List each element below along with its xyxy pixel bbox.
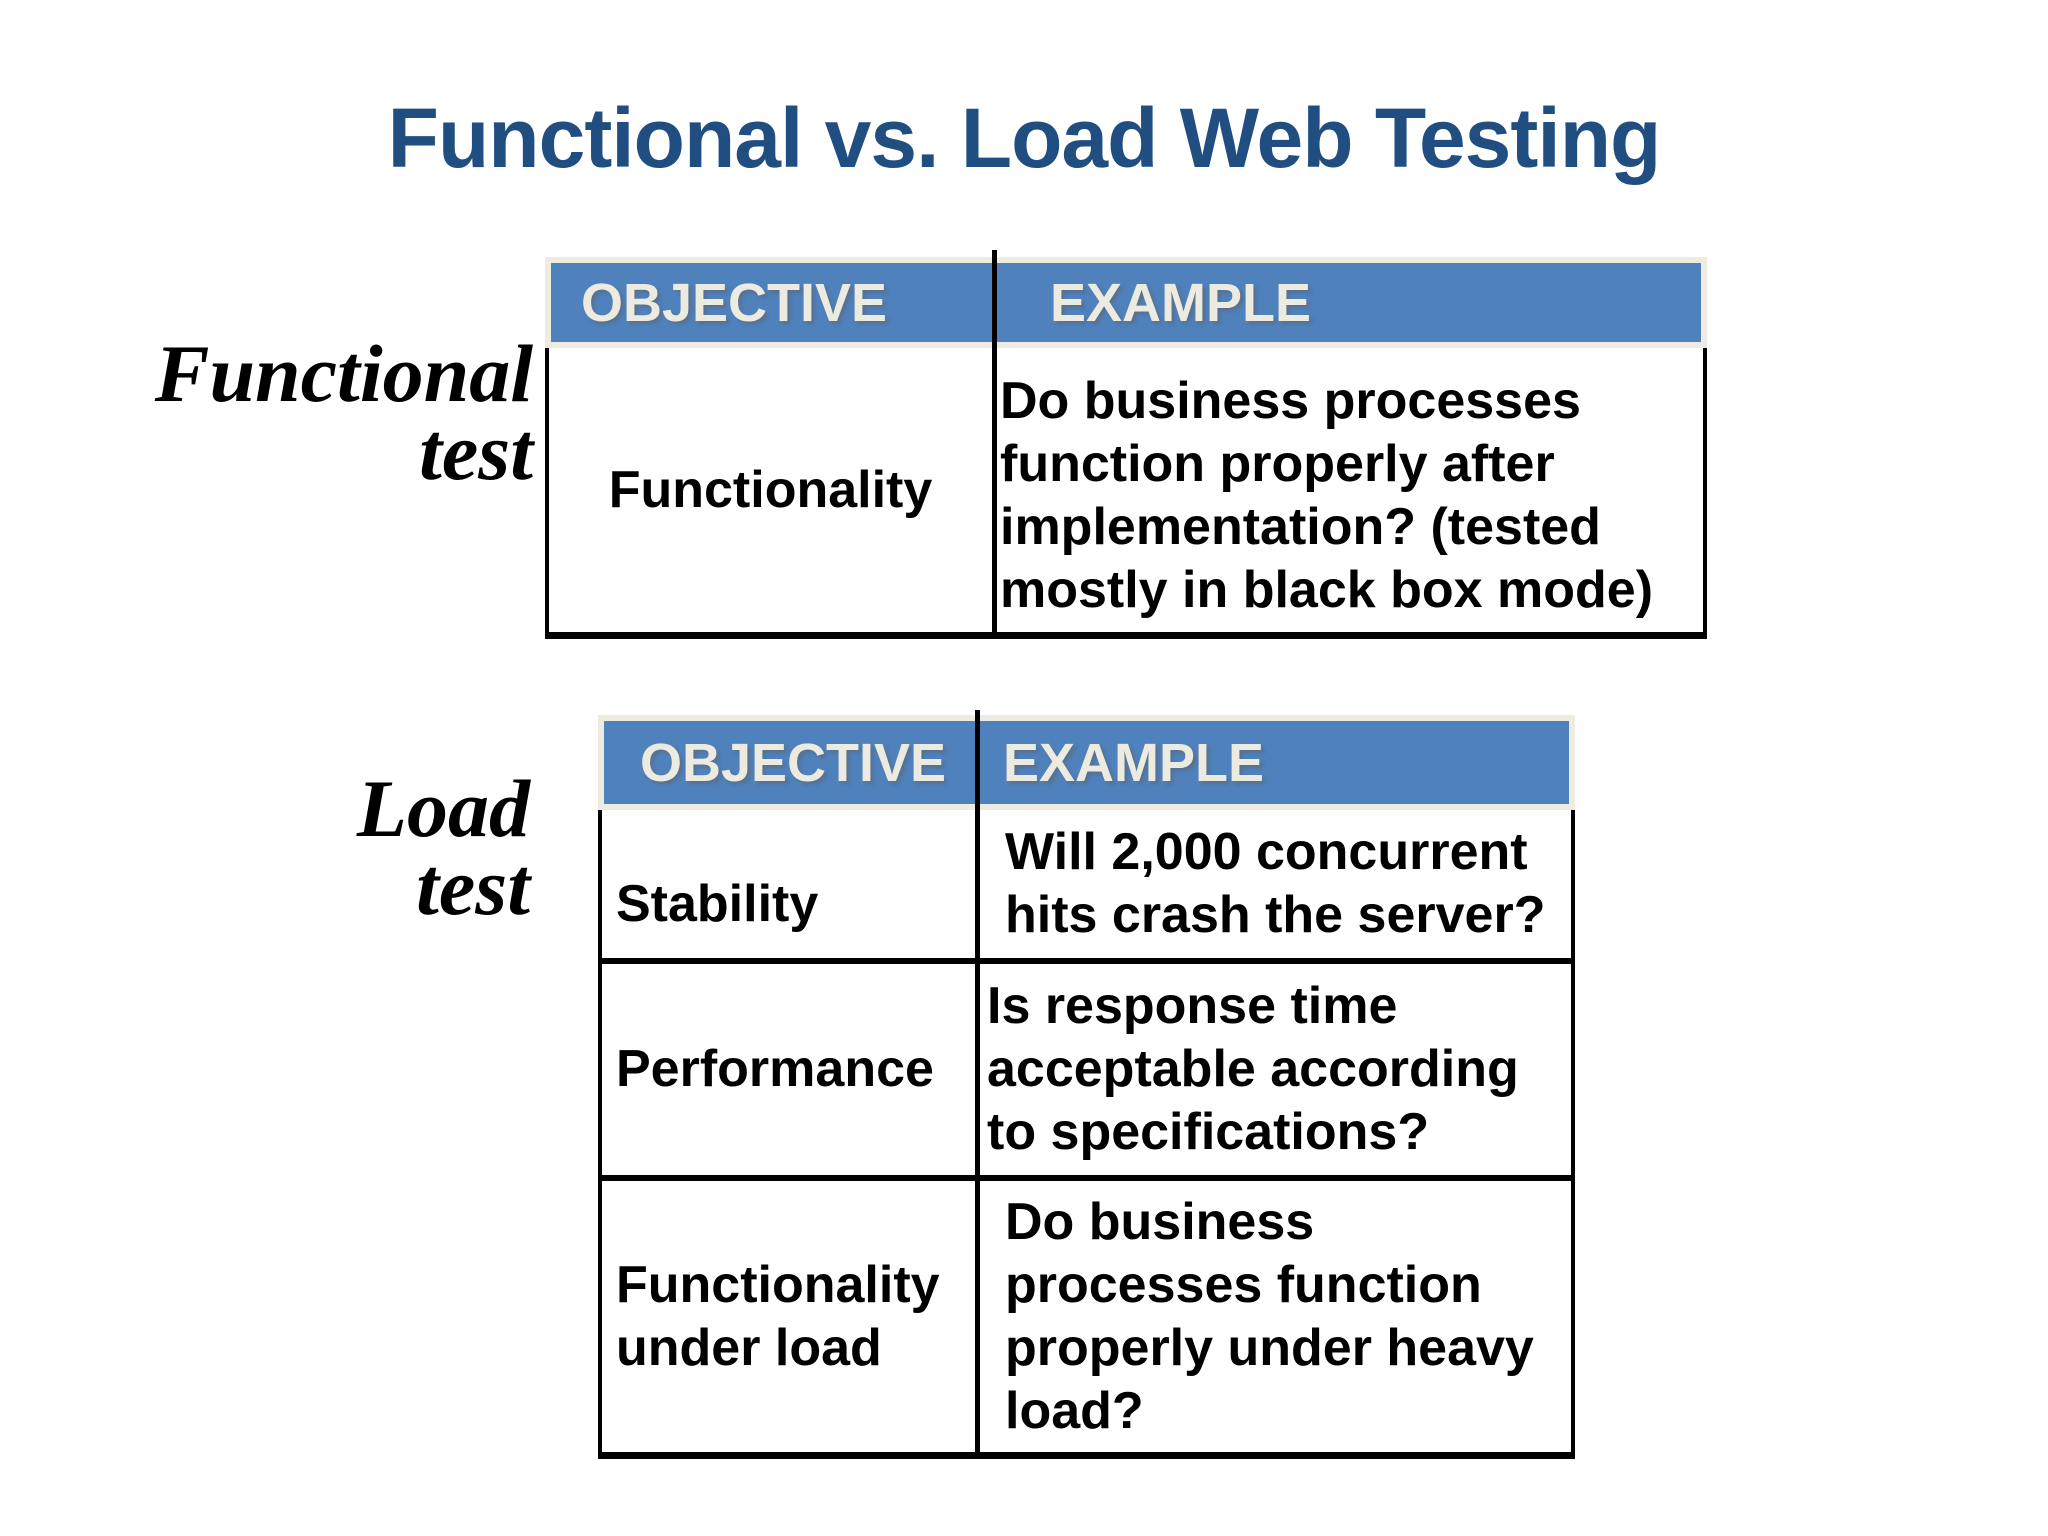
table-row: Performance Is response time acceptable … <box>602 958 1571 1175</box>
objective-cell: Functionality under load <box>616 1255 940 1377</box>
load-test-label: Load test <box>356 763 530 932</box>
objective-cell: Stability <box>616 875 819 933</box>
example-cell: Do business processes function properly … <box>1000 372 1654 619</box>
page-title: Functional vs. Load Web Testing <box>387 91 1662 185</box>
example-cell: Will 2,000 concurrent hits crash the ser… <box>1005 823 1546 944</box>
table-body: Functionality Do business processes func… <box>545 348 1707 639</box>
column-divider <box>992 250 997 632</box>
column-divider <box>975 710 980 1452</box>
objective-cell: Performance <box>616 1040 934 1098</box>
example-cell: Is response time acceptable according to… <box>987 977 1519 1161</box>
objective-column-header: OBJECTIVE <box>640 732 947 793</box>
objective-cell: Functionality <box>608 460 933 519</box>
example-cell: Do business processes function properly … <box>1005 1192 1534 1440</box>
example-column-header: EXAMPLE <box>1050 272 1312 333</box>
objective-column-header: OBJECTIVE <box>581 272 888 333</box>
functional-test-table: OBJECTIVE EXAMPLE Functionality Do busin… <box>545 250 1707 639</box>
table-row: Functionality under load Do business pro… <box>602 1175 1571 1452</box>
load-test-table: OBJECTIVE EXAMPLE Stability Will 2,000 c… <box>598 710 1575 1459</box>
table-row: Functionality Do business processes func… <box>549 348 1703 632</box>
table-header-row: OBJECTIVE EXAMPLE <box>545 257 1707 348</box>
functional-test-label: Functional test <box>154 328 533 497</box>
example-column-header: EXAMPLE <box>1003 732 1265 793</box>
table-body: Stability Will 2,000 concurrent hits cra… <box>598 810 1575 1459</box>
table-header-row: OBJECTIVE EXAMPLE <box>598 715 1575 810</box>
table-row: Stability Will 2,000 concurrent hits cra… <box>602 810 1571 958</box>
